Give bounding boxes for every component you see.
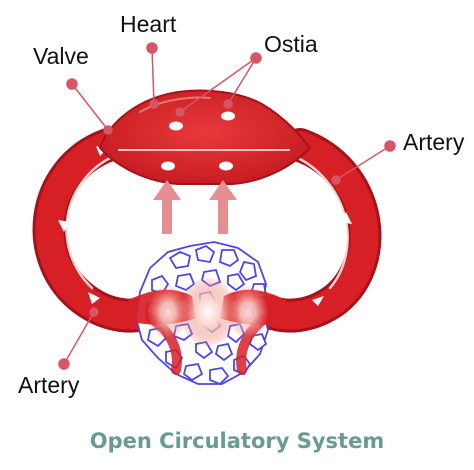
diagram-caption: Open Circulatory System [90, 429, 384, 453]
artery-left-label: Artery [18, 372, 80, 398]
artery-right-label: Artery [403, 129, 465, 155]
valve-label: Valve [33, 43, 89, 69]
ostia-label: Ostia [264, 31, 318, 57]
upward-flow-arrows [153, 180, 237, 234]
pointer-dot-icon [384, 140, 396, 152]
heart-label: Heart [120, 11, 177, 37]
vessel-loop [32, 128, 382, 333]
sinus-openings [128, 278, 286, 375]
pointer-dot-icon [58, 358, 70, 370]
pointer-dot-icon [146, 42, 158, 54]
heart [98, 89, 312, 185]
pointer-dot-icon [66, 78, 78, 90]
pointer-lines [58, 42, 396, 370]
ostia-openings [161, 111, 235, 171]
pointer-dot-icon [250, 52, 262, 64]
